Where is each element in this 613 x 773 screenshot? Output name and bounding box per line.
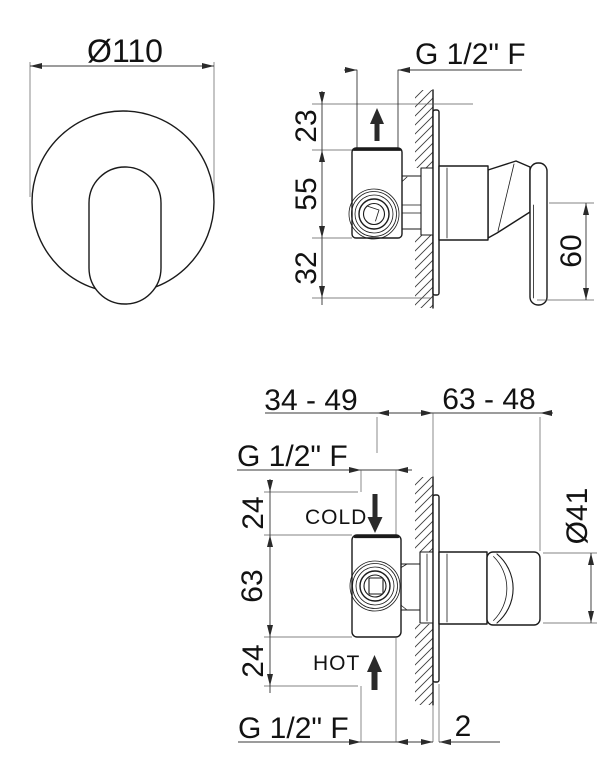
wall-hatch bbox=[415, 624, 433, 705]
rough-in-range-label: 34 - 49 bbox=[264, 384, 357, 417]
cartridge-ring bbox=[351, 191, 397, 237]
outlet-thread-label: G 1/2" F bbox=[415, 38, 526, 71]
stem-broach-detail bbox=[368, 577, 384, 595]
side-view: G 1/2" F 23 55 32 bbox=[290, 38, 594, 309]
cartridge-stem bbox=[362, 202, 386, 226]
cartridge-ring bbox=[348, 188, 400, 240]
cold-thread-label: G 1/2" F bbox=[237, 440, 348, 473]
dim-63-label: 63 bbox=[236, 569, 269, 602]
plan-view: 34 - 49 63 - 48 G 1/2" F 24 63 24 COLD H… bbox=[236, 383, 597, 745]
cartridge-port bbox=[359, 570, 391, 602]
cartridge-port bbox=[358, 198, 390, 230]
stem-keyway-detail bbox=[366, 205, 380, 222]
handle-lever-arc bbox=[496, 553, 514, 624]
hot-thread-label: G 1/2" F bbox=[238, 712, 349, 745]
wall-hatch bbox=[415, 90, 433, 168]
wall-hatch bbox=[415, 235, 433, 308]
handle-grip bbox=[529, 162, 548, 306]
escutcheon-plate-edge bbox=[432, 494, 440, 683]
handle-front-outline bbox=[88, 166, 162, 305]
cartridge-ring bbox=[349, 560, 401, 612]
handle-arm-detail-line bbox=[497, 163, 515, 232]
dim-24-top-label: 24 bbox=[237, 496, 270, 529]
valve-body bbox=[351, 534, 402, 638]
hot-flow-up-arrow-icon bbox=[367, 655, 382, 690]
dim-60-label: 60 bbox=[555, 234, 588, 267]
wall-hatch bbox=[415, 477, 433, 552]
cartridge-ring bbox=[352, 563, 398, 609]
flow-up-arrow-icon bbox=[370, 108, 384, 141]
handle-diameter-label: Ø41 bbox=[561, 488, 594, 545]
dim-32-label: 32 bbox=[290, 251, 323, 284]
plate-diameter-label: Ø110 bbox=[87, 33, 163, 69]
cold-flow-down-arrow-icon bbox=[367, 494, 383, 533]
cartridge-stem bbox=[363, 574, 387, 598]
dim-55-label: 55 bbox=[290, 177, 323, 210]
mounting-flange bbox=[420, 167, 434, 236]
hot-label: HOT bbox=[313, 652, 360, 675]
handle-arm bbox=[487, 160, 531, 239]
cartridge-ring bbox=[354, 194, 394, 234]
trim-range-label: 63 - 48 bbox=[442, 383, 535, 416]
handle-lever-arc bbox=[493, 556, 508, 621]
dim-23-label: 23 bbox=[290, 109, 323, 142]
cartridge-sleeve bbox=[438, 165, 489, 241]
dim-24-bottom-label: 24 bbox=[237, 644, 270, 677]
mounting-flange bbox=[419, 551, 434, 624]
cartridge-ring bbox=[355, 566, 395, 606]
escutcheon-plate-edge bbox=[432, 109, 440, 296]
cold-label: COLD bbox=[305, 506, 367, 529]
cartridge-sleeve bbox=[438, 551, 488, 625]
front-view: Ø110 bbox=[29, 33, 215, 305]
plate-thickness-label: 2 bbox=[455, 710, 472, 743]
